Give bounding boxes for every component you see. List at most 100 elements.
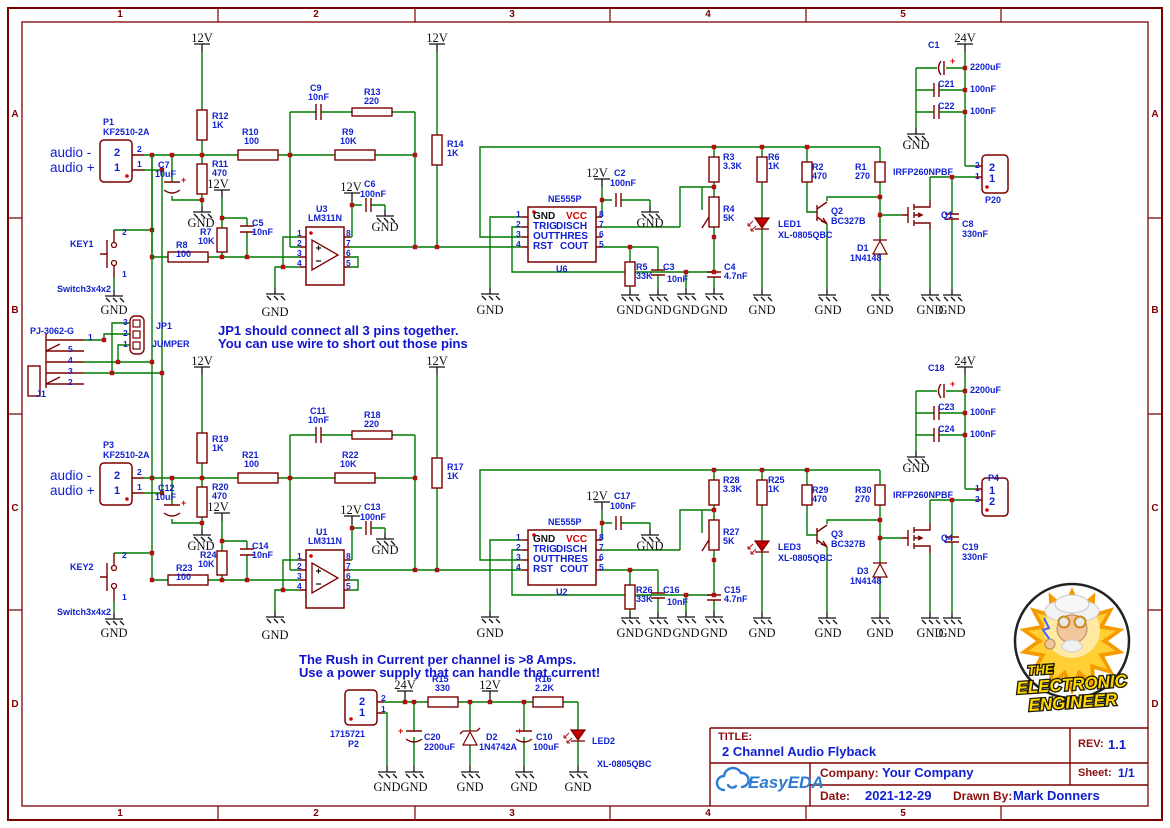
label-out[interactable]: OUT [533,231,555,242]
label-3-3k[interactable]: 3.3K [723,161,743,171]
label-7[interactable]: 7 [599,219,604,229]
label-r22[interactable]: R22 [342,450,359,460]
label-r2[interactable]: R2 [812,162,824,172]
label-led2[interactable]: LED2 [592,736,616,746]
label-jp1[interactable]: JP1 [156,321,173,331]
label-+[interactable]: + [517,726,523,736]
label-gnd[interactable]: GND [814,626,842,640]
label-jp1-should-connect-all-3-pins-together[interactable]: JP1 should connect all 3 pins together. [218,323,459,338]
label-c24[interactable]: C24 [938,424,955,434]
label-r10[interactable]: R10 [242,127,259,137]
label-ne555p[interactable]: NE555P [548,194,582,204]
label-c21[interactable]: C21 [938,79,955,89]
label-+[interactable]: + [950,56,956,66]
label-1[interactable]: 1 [123,339,128,349]
label-2[interactable]: 2 [137,144,142,154]
label-100nf[interactable]: 100nF [970,429,997,439]
label-24v[interactable]: 24V [954,31,976,45]
label-3[interactable]: 3 [297,248,302,258]
label-1[interactable]: 1 [381,704,386,714]
label-gnd[interactable]: GND [938,626,966,640]
label-d1[interactable]: D1 [857,243,869,253]
label-gnd[interactable]: GND [902,138,930,152]
label-key2[interactable]: KEY2 [70,562,94,572]
label-3[interactable]: 3 [297,571,302,581]
label-led3[interactable]: LED3 [778,542,802,552]
label-12v[interactable]: 12V [340,503,362,517]
label-7[interactable]: 7 [346,238,351,248]
label-r7[interactable]: R7 [200,227,212,237]
label-6[interactable]: 6 [346,248,351,258]
label-1[interactable]: 1 [989,173,996,185]
connector-body[interactable] [344,689,378,726]
label-c7[interactable]: C7 [158,160,170,170]
label-1n4148[interactable]: 1N4148 [850,576,882,586]
label-lm311n[interactable]: LM311N [308,213,343,223]
label-bc327b[interactable]: BC327B [831,216,866,226]
label-p2[interactable]: P2 [348,739,360,749]
label-1[interactable]: 1 [137,159,142,169]
label-1[interactable]: 1 [114,162,121,174]
label-1715721[interactable]: 1715721 [330,729,366,739]
label-irfp260npbf[interactable]: IRFP260NPBF [893,167,954,177]
label-100nf[interactable]: 100nF [610,501,637,511]
label-c15[interactable]: C15 [724,585,741,595]
label-r18[interactable]: R18 [364,410,381,420]
label-r19[interactable]: R19 [212,434,229,444]
label-gnd[interactable]: GND [476,303,504,317]
label-gnd[interactable]: GND [672,626,700,640]
label-10k[interactable]: 10K [340,136,357,146]
label-2-2k[interactable]: 2.2K [535,683,555,693]
label-12v[interactable]: 12V [586,166,608,180]
label-1n4742a[interactable]: 1N4742A [479,742,518,752]
label-470[interactable]: 470 [212,168,228,178]
label-r3[interactable]: R3 [723,152,735,162]
label-vcc[interactable]: VCC [566,534,588,545]
label-12v[interactable]: 12V [586,489,608,503]
label-gnd[interactable]: GND [748,303,776,317]
label-c16[interactable]: C16 [663,585,680,595]
label-5k[interactable]: 5K [723,213,735,223]
label-c18[interactable]: C18 [928,363,945,373]
label-c14[interactable]: C14 [252,541,269,551]
label-u3[interactable]: U3 [316,204,328,214]
label-2[interactable]: 2 [297,238,302,248]
label-2200uf[interactable]: 2200uF [424,742,456,752]
label-1[interactable]: 1 [122,269,127,279]
channel-1[interactable] [100,44,1008,302]
rev-value[interactable]: 1.1 [1108,737,1127,752]
label-lm311n[interactable]: LM311N [308,536,343,546]
label-1k[interactable]: 1K [447,148,459,158]
label-4-7nf[interactable]: 4.7nF [724,271,748,281]
label-1[interactable]: 1 [516,532,521,542]
label-disch[interactable]: DISCH [556,221,588,232]
label-gnd[interactable]: GND [187,539,215,553]
label-33k[interactable]: 33K [636,594,653,604]
label-2[interactable]: 2 [381,693,386,703]
label-out[interactable]: OUT [533,554,555,565]
label-5[interactable]: 5 [346,258,351,268]
label-10nf[interactable]: 10nF [308,415,330,425]
label-xl-0805qbc[interactable]: XL-0805QBC [597,759,652,769]
label-d2[interactable]: D2 [486,732,498,742]
label-gnd[interactable]: GND [100,303,128,317]
label-+[interactable]: + [398,726,404,736]
title-value[interactable]: 2 Channel Audio Flyback [722,744,877,759]
label-audio-+[interactable]: audio + [50,160,95,175]
label-6[interactable]: 6 [599,552,604,562]
label-gnd[interactable]: GND [100,626,128,640]
label-gnd[interactable]: GND [371,220,399,234]
label-100nf[interactable]: 100nF [970,407,997,417]
label-r21[interactable]: R21 [242,450,259,460]
label-trig[interactable]: TRIG [533,544,557,555]
label-thres[interactable]: THRES [554,554,588,565]
label-xl-0805qbc[interactable]: XL-0805QBC [778,553,833,563]
label-q2[interactable]: Q2 [831,206,844,216]
channel-2[interactable] [100,367,1008,625]
label-2[interactable]: 2 [123,328,128,338]
label-you-can-use-wire-to-short-out-those-pins[interactable]: You can use wire to short out those pins [218,336,468,351]
label-c10[interactable]: C10 [536,732,553,742]
label-12v[interactable]: 12V [426,31,448,45]
label-1[interactable]: 1 [137,482,142,492]
label-c12[interactable]: C12 [158,483,175,493]
